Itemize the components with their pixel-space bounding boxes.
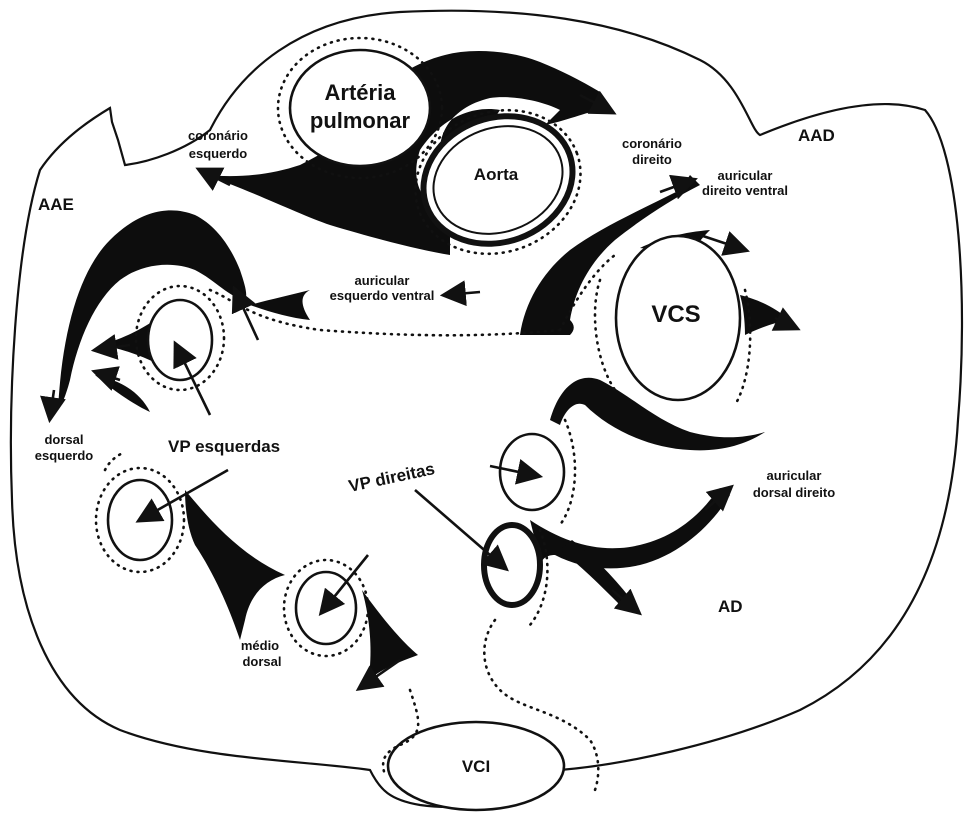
- label-aad: AAD: [798, 126, 835, 145]
- label-auricular-esquerdo-ventral-1: auricular: [355, 273, 410, 288]
- auricular-esquerdo-ventral-arrow: [445, 292, 480, 295]
- lower-right-shape: [530, 488, 730, 570]
- label-dorsal-esquerdo-1: dorsal: [44, 432, 83, 447]
- label-coronario-direito-2: direito: [632, 152, 672, 167]
- vp-right-arrow-2: [415, 490, 505, 568]
- label-auricular-dorsal-direito-2: dorsal direito: [753, 485, 835, 500]
- left-pv-upper: [148, 300, 212, 380]
- label-coronario-esquerdo-1: coronário: [188, 128, 248, 143]
- right-wedge-vcs: [740, 295, 790, 335]
- dorsal-esquerdo-arrow: [50, 390, 54, 418]
- label-aae: AAE: [38, 195, 74, 214]
- left-dotted-short: [105, 452, 125, 470]
- label-dorsal-esquerdo-2: esquerdo: [35, 448, 94, 463]
- middle-dorsal-shape: [185, 490, 285, 640]
- label-ad: AD: [718, 597, 743, 616]
- label-medio-dorsal-2: dorsal: [242, 654, 281, 669]
- label-vcs: VCS: [651, 301, 700, 328]
- label-vp-direitas: VP direitas: [347, 459, 437, 496]
- right-pv-lower: [484, 525, 540, 605]
- small-left-wedge-2: [95, 375, 150, 412]
- label-arteria: Artéria: [325, 80, 397, 105]
- label-pulmonar: pulmonar: [310, 108, 411, 133]
- label-auricular-direito-ventral-2: direito ventral: [702, 183, 788, 198]
- label-coronario-direito-1: coronário: [622, 136, 682, 151]
- label-aorta: Aorta: [474, 165, 519, 184]
- label-vp-esquerdas: VP esquerdas: [168, 437, 280, 456]
- label-auricular-direito-ventral-1: auricular: [718, 168, 773, 183]
- right-pv-upper: [500, 434, 564, 510]
- label-coronario-esquerdo-2: esquerdo: [189, 146, 248, 161]
- label-auricular-dorsal-direito-1: auricular: [767, 468, 822, 483]
- label-vci: VCI: [462, 757, 490, 776]
- vp-left-arrow-2: [235, 290, 258, 340]
- label-medio-dorsal-1: médio: [241, 638, 279, 653]
- label-auricular-esquerdo-ventral-2: esquerdo ventral: [330, 288, 435, 303]
